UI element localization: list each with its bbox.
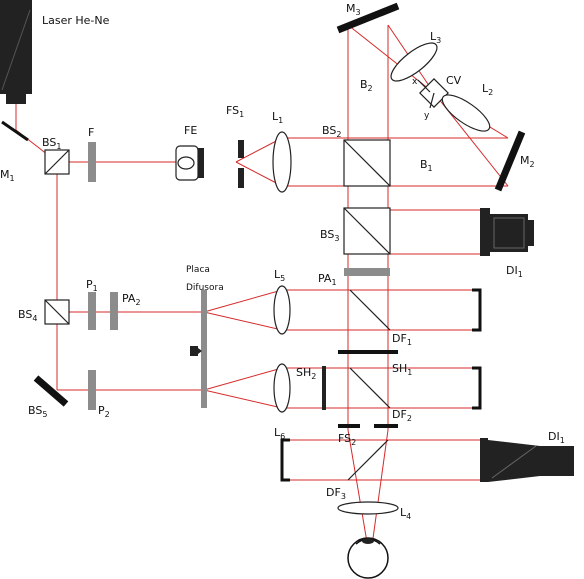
bs4-label: BS4 (18, 308, 37, 323)
f-label: F (88, 126, 94, 139)
cuvette-cv (417, 78, 449, 109)
pa1-label: PA1 (318, 272, 337, 287)
mirror-bs5 (33, 375, 69, 407)
di1-top-label: DI1 (506, 264, 523, 279)
bs5-label: BS5 (28, 404, 47, 419)
bs3-label: BS3 (320, 228, 339, 243)
l3-label: L3 (430, 30, 441, 45)
df2-label: DF2 (392, 408, 412, 423)
l6-label: L6 (274, 426, 285, 441)
lens-l1 (272, 131, 292, 193)
fs1-label: FS1 (226, 104, 244, 119)
l2-label: L2 (482, 82, 493, 97)
l1-label: L1 (272, 110, 283, 125)
spatial-filter-fs1 (238, 140, 244, 188)
l4-label: L4 (400, 506, 411, 521)
bs2-label: BS2 (322, 124, 341, 139)
polarizer-p2 (88, 370, 96, 410)
p2-label: P2 (98, 404, 110, 419)
dichroic-df1 (349, 289, 391, 331)
x-label: x (412, 77, 418, 87)
mirror-m3 (336, 2, 400, 34)
mirror-m1 (1, 120, 29, 142)
bracket-l6 (280, 438, 290, 482)
y-label: y (424, 111, 430, 121)
pa2-label: PA2 (122, 292, 141, 307)
sh2-label: SH2 (296, 366, 316, 381)
p1-label: P1 (86, 278, 98, 293)
difusora-label: Difusora (186, 283, 224, 293)
m3-label: M3 (346, 2, 361, 17)
mirror-m2 (494, 130, 526, 192)
b1-label: B1 (420, 158, 433, 173)
eye-icon (347, 537, 389, 579)
bracket-upper (472, 288, 482, 332)
m1-label: M1 (0, 168, 15, 183)
sh1-label: SH1 (392, 362, 412, 377)
df3-label: DF3 (326, 486, 346, 501)
l5-label: L5 (274, 268, 285, 283)
lens-lower (273, 363, 291, 413)
polarizer-pa2 (110, 292, 118, 330)
lens-l2 (441, 94, 491, 132)
lens-l4 (337, 501, 399, 515)
bracket-lower (472, 366, 482, 410)
dichroic-df2 (349, 367, 391, 409)
lens-l5 (273, 285, 291, 335)
m2-label: M2 (520, 154, 535, 169)
laser-he-ne (0, 0, 32, 104)
laser-label: Laser He-Ne (42, 14, 110, 27)
filter-f (88, 142, 96, 182)
detector-di1-bottom (480, 438, 574, 482)
bs1-label: BS1 (42, 136, 61, 151)
beam-splitter-bs2 (343, 139, 391, 187)
diffuser-plate (201, 290, 207, 408)
beam-splitter-bs4 (44, 299, 70, 325)
polarizer-pa1 (344, 268, 390, 276)
diffuser-mount (190, 346, 202, 356)
di1-bottom-label: DI1 (548, 430, 565, 445)
cv-label: CV (446, 74, 462, 87)
lens-l3 (390, 42, 438, 82)
fe-label: FE (184, 124, 197, 137)
fs2-label: FS2 (338, 432, 356, 447)
dichroic-df3 (347, 439, 389, 481)
shutter-sh2 (322, 366, 326, 410)
placa-label: Placa (186, 265, 210, 275)
detector-di1-top (480, 208, 534, 256)
beam-splitter-bs1 (44, 149, 70, 175)
beam-splitter-bs3 (343, 207, 391, 255)
polarizer-p1 (88, 292, 96, 330)
df1-label: DF1 (392, 332, 412, 347)
b2-label: B2 (360, 78, 373, 93)
spatial-element-fe (175, 145, 204, 181)
